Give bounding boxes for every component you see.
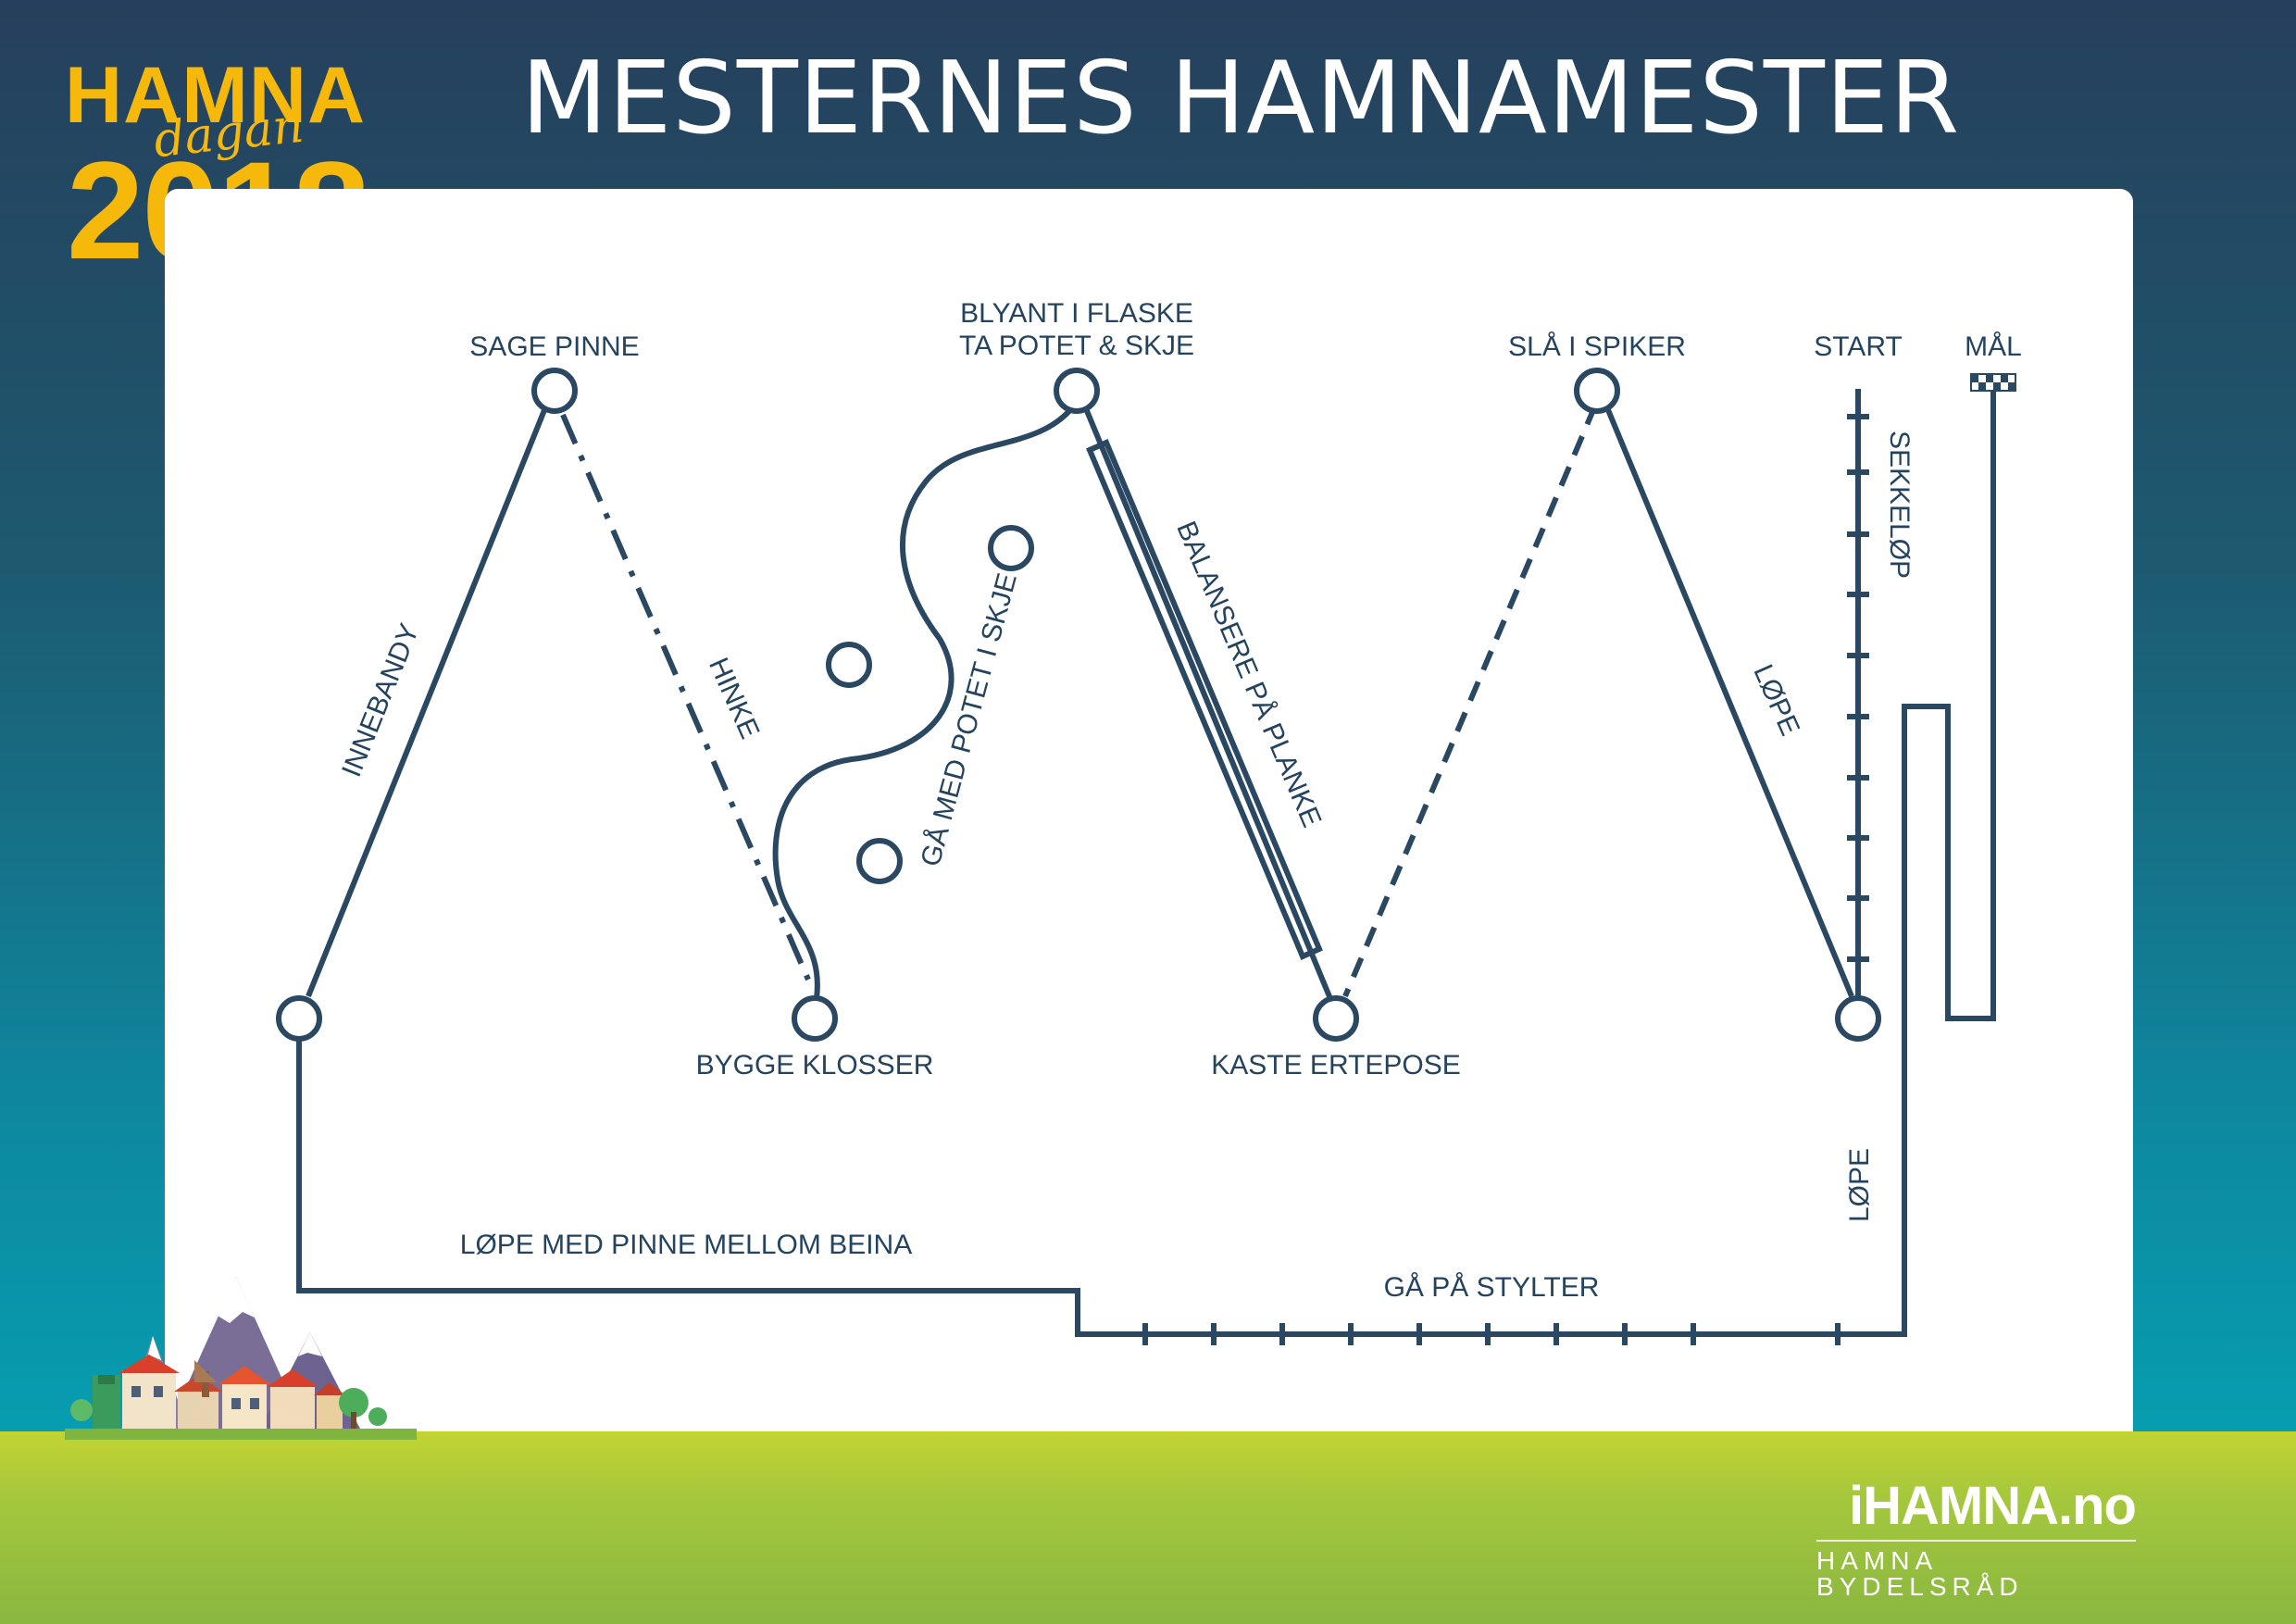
- page-title: MESTERNES HAMNAMESTER: [520, 41, 1961, 156]
- station-innebandy-start: [276, 995, 322, 1042]
- planke: [1086, 439, 1323, 960]
- brand-divider: [1816, 1540, 2136, 1542]
- balansere-path: [1076, 389, 1336, 1007]
- lope-path: [1603, 404, 1854, 998]
- label-innebandy: INNEBANDY: [336, 619, 425, 781]
- station-blyant: [1054, 368, 1100, 414]
- label-hinke: HINKE: [703, 654, 765, 743]
- potet-path: [772, 404, 1077, 1010]
- sekkelop-ticks: [1847, 414, 1869, 962]
- label-bygge-klosser: BYGGE KLOSSER: [696, 1050, 934, 1081]
- label-ga-pa-stylter: GÅ PÅ STYLTER: [1384, 1272, 1600, 1303]
- course-board: [165, 189, 2133, 1467]
- station-bygge-klosser: [792, 995, 838, 1042]
- brand-org: HAMNA BYDELSRÅD: [1816, 1546, 2024, 1601]
- innebandy-path: [306, 404, 549, 998]
- label-lope-med-pinne: LØPE MED PINNE MELLOM BEINA: [460, 1230, 912, 1260]
- brand-name: iHAMNA.no: [1849, 1476, 2137, 1536]
- station-sage-pinne: [531, 368, 578, 414]
- label-mal: MÅL: [1965, 331, 2022, 362]
- obstacle-2: [826, 642, 872, 688]
- spiker-path: [1342, 404, 1598, 998]
- finish-flag-icon: [1970, 373, 2016, 392]
- ihamna-brand: iHAMNA.no HAMNA BYDELSRÅD: [1816, 1476, 2137, 1600]
- stylter-ticks: [1142, 1323, 1841, 1345]
- label-start: START: [1814, 331, 1903, 362]
- label-lope-1: LØPE: [1747, 660, 1805, 741]
- label-blyant-1: BLYANT I FLASKE: [960, 298, 1193, 329]
- hinke-path: [560, 413, 811, 981]
- label-sekkelop: SEKKELØP: [1884, 431, 1915, 579]
- station-sla-i-spiker: [1574, 368, 1620, 414]
- label-blyant-2: TA POTET & SKJE: [959, 331, 1194, 361]
- label-sla-i-spiker: SLÅ I SPIKER: [1508, 331, 1686, 362]
- label-lope-2: LØPE: [1844, 1148, 1875, 1222]
- obstacle-3: [856, 838, 903, 884]
- station-kaste-ertepose: [1313, 995, 1359, 1042]
- obstacle-1: [988, 525, 1034, 571]
- station-lope-end: [1835, 995, 1881, 1042]
- label-potet-i-skje: GÅ MED POTET I SKJE: [916, 570, 1023, 870]
- bottom-loop-path: [296, 391, 1996, 1337]
- label-kaste-ertepose: KASTE ERTEPOSE: [1211, 1050, 1461, 1081]
- village-illustration: [65, 1277, 417, 1440]
- label-sage-pinne: SAGE PINNE: [469, 331, 639, 362]
- logo-hamna: HAMNA: [65, 51, 367, 140]
- grass-strip: [0, 1431, 2296, 1624]
